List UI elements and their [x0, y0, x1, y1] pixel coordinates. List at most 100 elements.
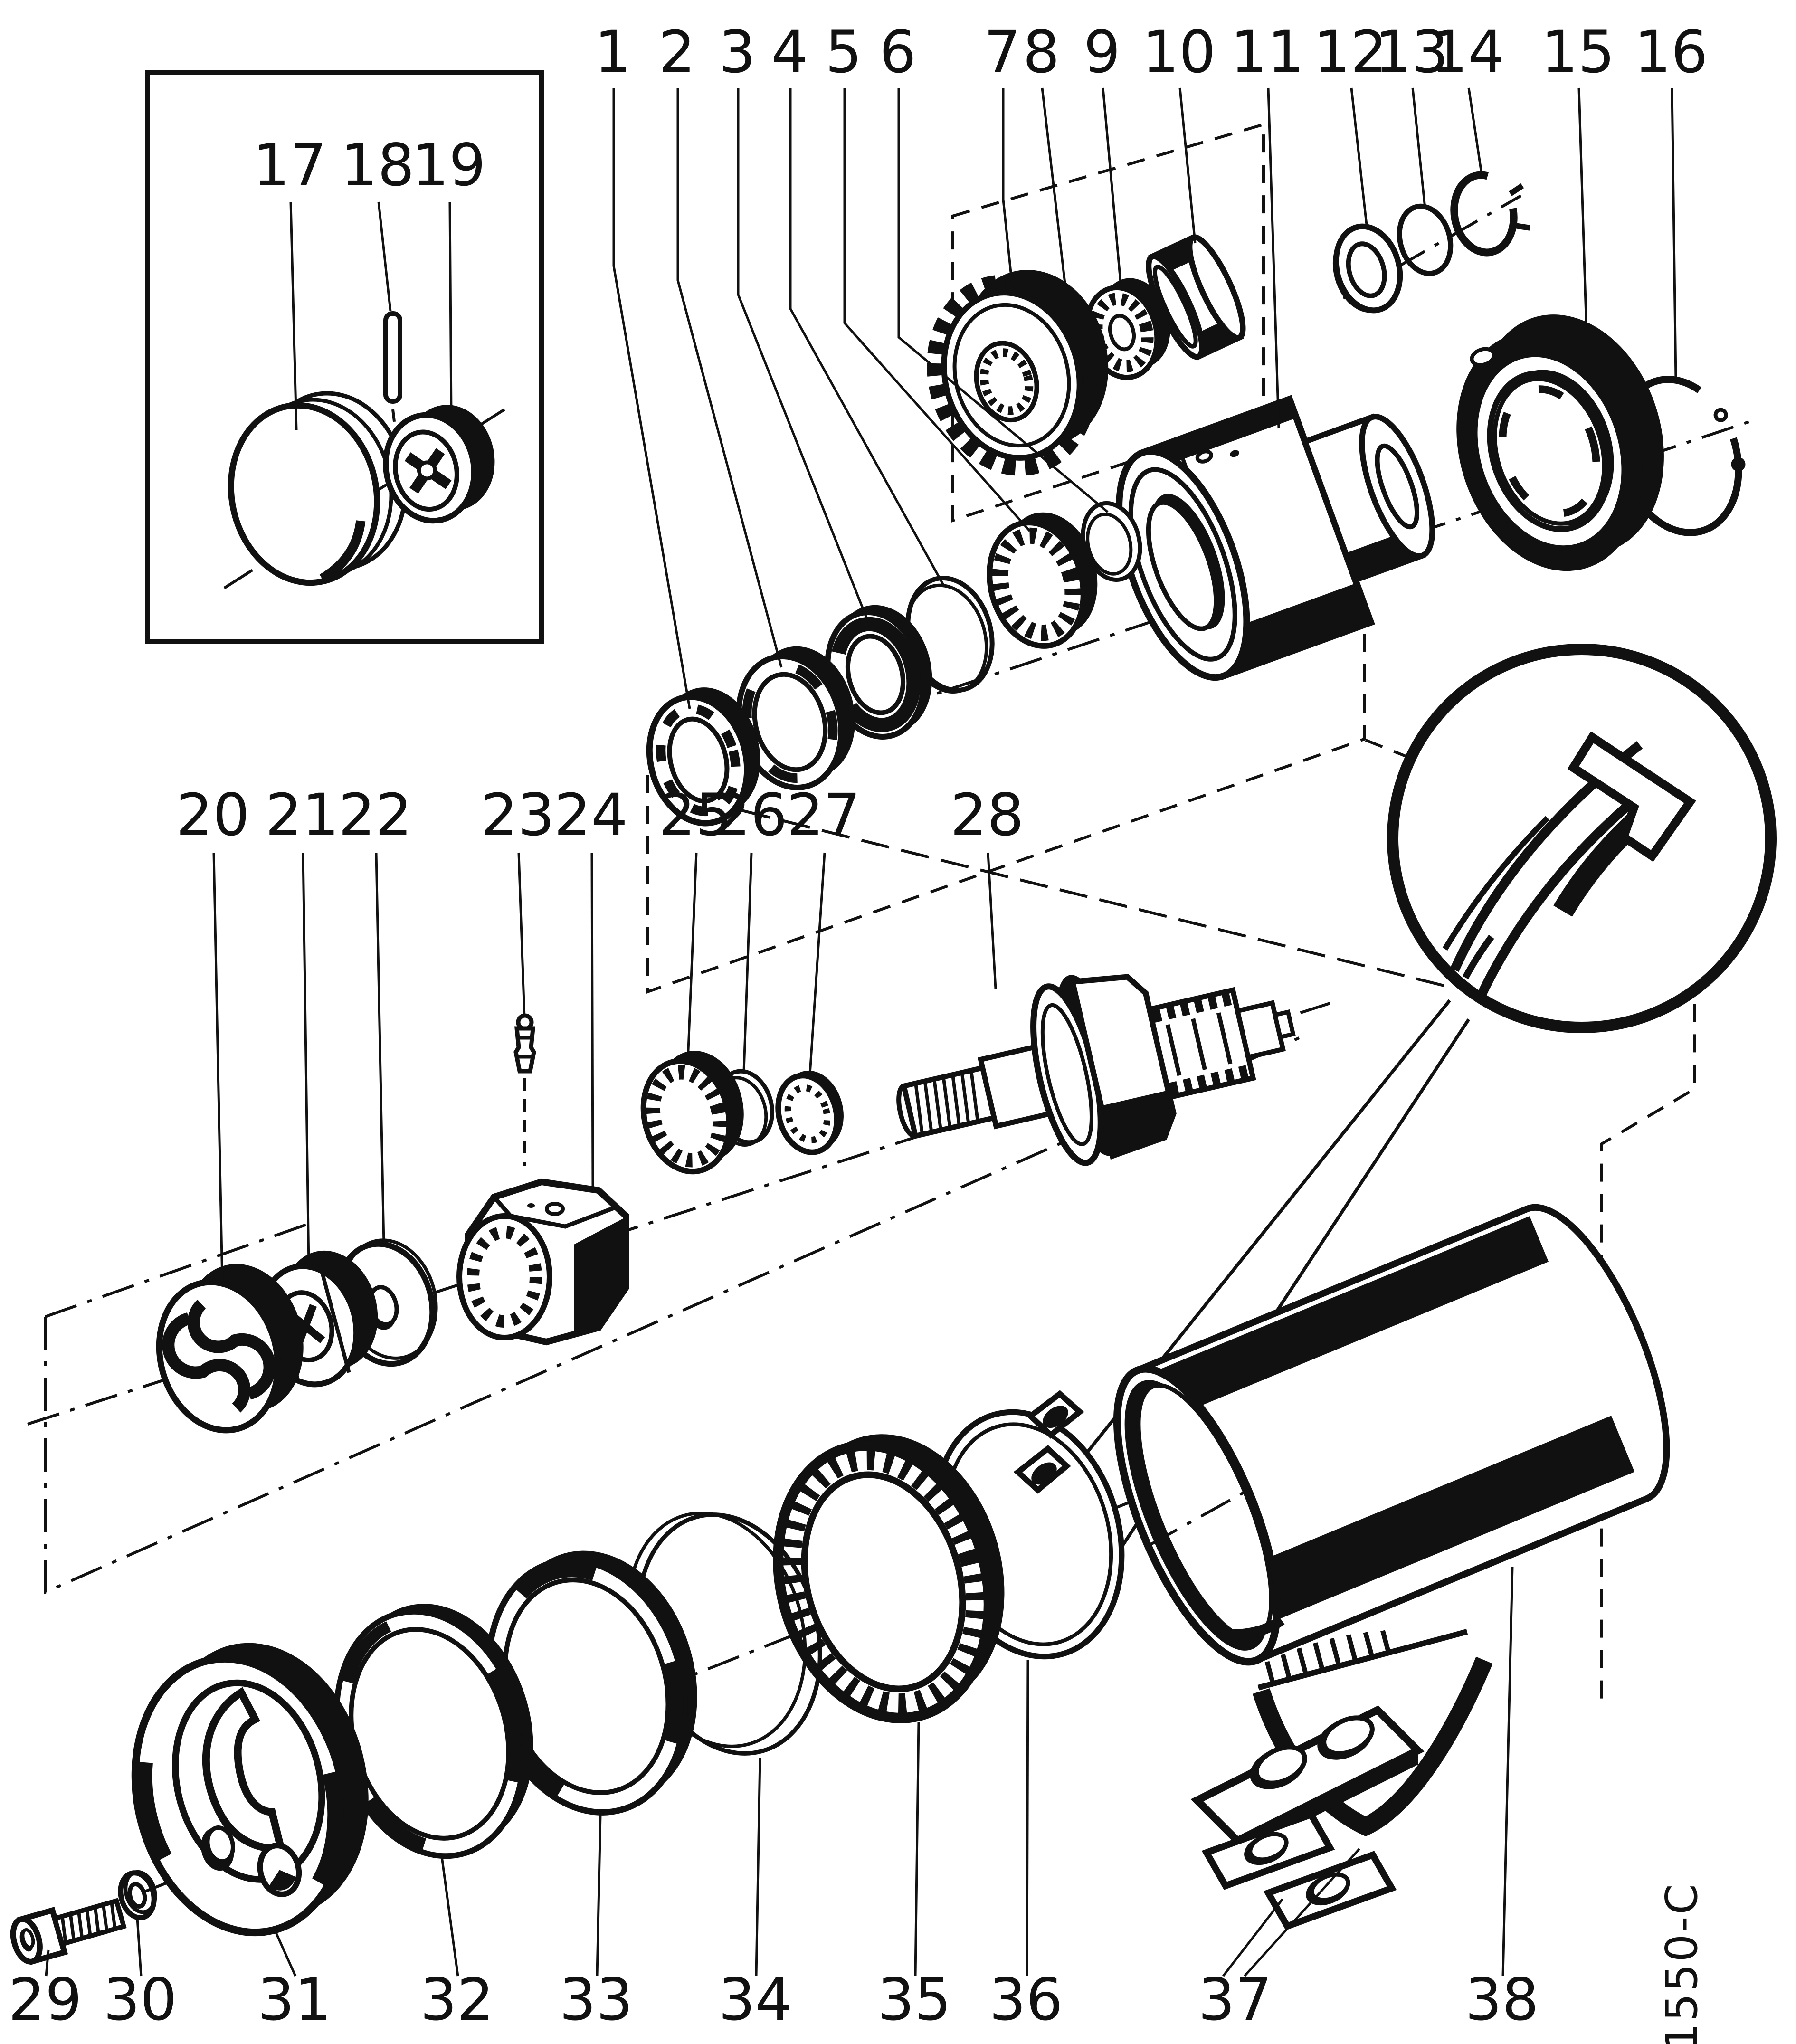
part-number-label-17: 17 [253, 132, 326, 199]
leader-line-20 [212, 852, 224, 1283]
part-number-label-16: 16 [1634, 19, 1708, 86]
leader-line-7 [1002, 88, 1014, 291]
leader-line-35 [914, 1721, 920, 1977]
clamp-serrations [1257, 1629, 1468, 1691]
part-2-bearing-ring [736, 646, 855, 790]
part-number-label-2: 2 [658, 19, 695, 86]
part-number-label-8: 8 [1023, 19, 1060, 86]
part-number-label-14: 14 [1431, 19, 1504, 86]
leader-line-37 [1222, 1898, 1283, 1977]
leader-line-27 [808, 852, 826, 1075]
part-number-label-22: 22 [338, 781, 412, 849]
part-23-grease-nipple [513, 1013, 536, 1166]
part-number-label-3: 3 [719, 19, 756, 86]
part-number-label-5: 5 [825, 19, 862, 86]
part-number-label-29: 29 [8, 1966, 82, 2034]
leader-line-29 [45, 1949, 50, 1977]
phantom-box-top-assembly [646, 623, 1366, 994]
part-number-label-4: 4 [771, 19, 808, 86]
part-35-needle-bearing-cage [773, 1434, 1005, 1723]
part-12-washer [1332, 223, 1403, 314]
part-number-label-1: 1 [594, 19, 631, 86]
part-number-label-33: 33 [559, 1966, 633, 2034]
part-number-label-18: 18 [341, 132, 414, 199]
leader-line-30 [136, 1918, 143, 1977]
part-number-label-34: 34 [718, 1966, 792, 2034]
part-19-valve-cup [383, 405, 495, 524]
leader-line-4 [789, 88, 946, 588]
part-number-label-26: 26 [713, 781, 787, 849]
part-number-label-20: 20 [176, 781, 249, 849]
leader-line-16 [1671, 87, 1677, 380]
leader-line-25 [686, 852, 698, 1062]
leader-line-11 [1267, 87, 1280, 429]
part-number-label-31: 31 [257, 1966, 331, 2034]
part-17-end-cap-disc [228, 391, 408, 586]
part-29-socket-screw [10, 1898, 127, 1965]
leader-line-22 [375, 852, 385, 1245]
part-number-label-13: 13 [1375, 19, 1448, 86]
leader-line-34 [755, 1757, 761, 1977]
leader-line-31 [273, 1929, 297, 1977]
part-number-label-37: 37 [1198, 1966, 1272, 2034]
detail-wedge-line-1 [1044, 999, 1451, 1506]
leader-line-23 [517, 852, 526, 1018]
part-number-label-23: 23 [481, 781, 554, 849]
thread-hatch [60, 1903, 117, 1942]
part-27-bearing-ring [775, 1070, 844, 1155]
part-number-label-24: 24 [554, 781, 627, 849]
phantom-box-middle-top-edge [45, 1223, 307, 1318]
part-number-label-7: 7 [984, 19, 1021, 86]
leader-line-8 [1041, 87, 1069, 308]
leader-line-5 [843, 88, 1031, 532]
detail-leader-line [667, 790, 1444, 987]
axis-washers-12-14 [1342, 194, 1522, 300]
leader-line-19 [448, 201, 453, 416]
part-13-shim-ring [1397, 203, 1454, 276]
leader-line-9 [1102, 87, 1122, 288]
part-14-circlip [1450, 171, 1530, 257]
part-28-rotor-shaft [896, 974, 1296, 1166]
leader-line-10 [1178, 87, 1197, 244]
leader-line-26 [742, 852, 753, 1072]
leader-line-18 [377, 201, 392, 312]
leader-line-6 [897, 88, 1109, 513]
part-15-ball-bearing [1456, 314, 1664, 571]
thread-hatch [914, 1072, 979, 1133]
phantom-box-middle-assembly [44, 1036, 1300, 1595]
part-number-label-11: 11 [1230, 19, 1304, 86]
drawing-code-label: 1550-C [1656, 1882, 1707, 2044]
inset-box [145, 70, 544, 644]
leader-line-21 [302, 852, 310, 1268]
leader-line-33 [596, 1814, 602, 1977]
part-25-needle-cage [640, 1051, 744, 1175]
leader-line-2 [676, 88, 783, 668]
leader-line-37-2 [1244, 1848, 1360, 1977]
leader-line-24 [590, 852, 594, 1187]
part-30-washer [118, 1870, 157, 1920]
part-10-bearing-sleeve [1146, 233, 1246, 361]
part-number-label-38: 38 [1465, 1966, 1539, 2034]
part-11-rotor-housing [1116, 395, 1435, 681]
leader-line-38 [1501, 1566, 1514, 1977]
part-number-label-27: 27 [787, 781, 860, 849]
leader-line-32 [440, 1856, 459, 1977]
leader-line-14 [1467, 87, 1483, 177]
part-24-hex-nut-block [456, 1178, 629, 1346]
part-number-label-32: 32 [420, 1966, 494, 2034]
part-number-label-35: 35 [877, 1966, 951, 2034]
part-38-motor-cylinder [1113, 1204, 1670, 1666]
leader-line-15 [1577, 87, 1588, 333]
leader-line-28 [987, 852, 997, 989]
part-number-label-36: 36 [989, 1966, 1063, 2034]
part-1-bearing-ring [646, 687, 760, 827]
part-7-gear [927, 270, 1109, 476]
leader-line-17 [289, 201, 298, 430]
leader-line-1 [612, 88, 691, 709]
leader-line-36 [1026, 1660, 1029, 1977]
part-number-label-30: 30 [103, 1966, 177, 2034]
part-number-label-19: 19 [412, 132, 485, 199]
detail-circle-vane-view [1387, 644, 1777, 1033]
